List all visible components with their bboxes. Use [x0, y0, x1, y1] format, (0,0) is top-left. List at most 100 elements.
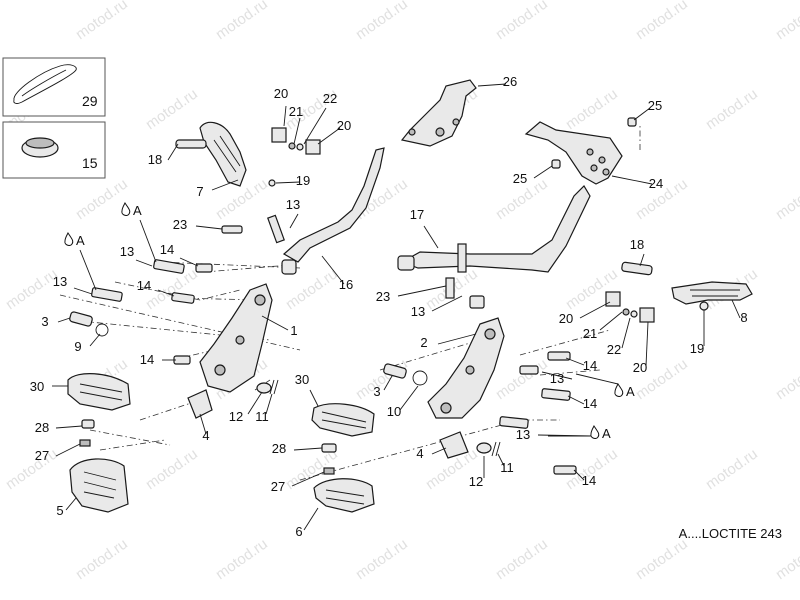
callout-number: 11 [500, 460, 514, 475]
leader-lines [52, 83, 741, 531]
leader-line [139, 219, 157, 263]
leader-line [283, 105, 287, 127]
leader-line [55, 443, 81, 457]
callout-number: 12 [469, 474, 483, 489]
callout-number: 28 [272, 441, 286, 456]
part-6-footpeg-base [313, 478, 375, 513]
leader-line [611, 175, 653, 185]
callout-number: 13 [286, 197, 300, 212]
spring-10-icon [412, 370, 428, 386]
part-4-bracket-right [439, 431, 469, 459]
watermark-text: motod.ru [563, 85, 621, 133]
callout-number: 8 [740, 310, 747, 325]
watermark-text: motod.ru [3, 445, 61, 493]
watermark-text: motod.ru [493, 535, 551, 583]
leader-line [579, 301, 611, 319]
callout-number: 11 [255, 409, 269, 424]
part-23-bolt-left [221, 225, 243, 234]
part-20-plate-left-a [271, 127, 287, 143]
leader-line [247, 391, 263, 415]
watermark-text: motod.ru [73, 0, 131, 43]
leader-line [431, 447, 447, 455]
loctite-letter: A [602, 426, 611, 441]
leader-line [261, 315, 289, 331]
leader-line [621, 317, 631, 349]
callout-number: 21 [583, 326, 597, 341]
callout-number: 22 [607, 342, 621, 357]
leader-line [599, 311, 623, 331]
part-30-footpeg-right [311, 403, 375, 437]
callout-number: 4 [202, 428, 209, 443]
part-20-plate-left-b [305, 139, 321, 155]
loctite-marker: A [590, 425, 611, 441]
callout-number: 14 [583, 358, 597, 373]
drop-icon [64, 232, 74, 246]
part-18-pin-left [175, 139, 207, 149]
callout-number: 12 [229, 409, 243, 424]
loctite-legend: A....LOCTITE 243 [678, 526, 782, 541]
callout-number: 30 [295, 372, 309, 387]
part-24-bracket [524, 121, 623, 185]
callout-number: 19 [296, 173, 310, 188]
leader-line [195, 225, 223, 230]
callout-number: 13 [411, 304, 425, 319]
callout-number: 19 [690, 341, 704, 356]
callout-number: 4 [416, 446, 423, 461]
watermark-text: motod.ru [773, 355, 800, 403]
leader-line [179, 257, 199, 267]
watermark-text: motod.ru [353, 535, 411, 583]
watermark-text: motod.ru [213, 535, 271, 583]
callout-number: 14 [582, 473, 596, 488]
callout-number: 30 [30, 379, 44, 394]
callout-number: 2 [420, 335, 427, 350]
loctite-letter: A [626, 384, 635, 399]
callout-number: 5 [56, 503, 63, 518]
leader-line [157, 289, 175, 297]
callout-number: 10 [387, 404, 401, 419]
leader-line [73, 287, 93, 295]
leader-line [65, 497, 77, 511]
loctite-marker: A [121, 202, 142, 218]
callout-number: 3 [41, 314, 48, 329]
leader-line [275, 181, 301, 184]
part-26-bracket [400, 79, 477, 147]
callout-number: 6 [295, 524, 302, 539]
callout-number: 14 [137, 278, 151, 293]
callout-number: 16 [339, 277, 353, 292]
callout-number: 14 [140, 352, 154, 367]
part-4-bracket-left [187, 389, 213, 419]
callout-number: 20 [337, 118, 351, 133]
watermark-text: motod.ru [493, 0, 551, 43]
drop-icon [121, 202, 131, 216]
callout-number: 13 [120, 244, 134, 259]
inset-29-number: 29 [82, 93, 98, 109]
watermark-text: motod.ru [143, 85, 201, 133]
leader-line [55, 425, 83, 429]
watermark-text: motod.ru [353, 0, 411, 43]
leader-line [497, 453, 505, 467]
watermark-text: motod.ru [73, 175, 131, 223]
part-20-plate-right-a [605, 291, 621, 307]
watermark-text: motod.ru [213, 0, 271, 43]
watermark-text: motod.ru [773, 0, 800, 43]
callout-number: 14 [583, 396, 597, 411]
part-8-passenger-peg [671, 281, 753, 305]
callout-number: 13 [550, 371, 564, 386]
leader-line [265, 393, 273, 415]
callout-number: 1 [290, 323, 297, 338]
leader-line [291, 471, 325, 487]
leader-line [639, 253, 645, 267]
leader-line [423, 225, 439, 249]
part-20-plate-right-b [639, 307, 655, 323]
watermark-text: motod.ru [3, 265, 61, 313]
callout-number: 23 [173, 217, 187, 232]
leader-line [79, 249, 97, 291]
leader-line [293, 117, 301, 145]
leader-line [135, 259, 153, 267]
cable-tie-icon [13, 64, 77, 104]
leader-line [431, 295, 463, 312]
watermark-text: motod.ru [633, 0, 691, 43]
parts-drawing [67, 79, 753, 513]
loctite-marker: A [64, 232, 85, 248]
